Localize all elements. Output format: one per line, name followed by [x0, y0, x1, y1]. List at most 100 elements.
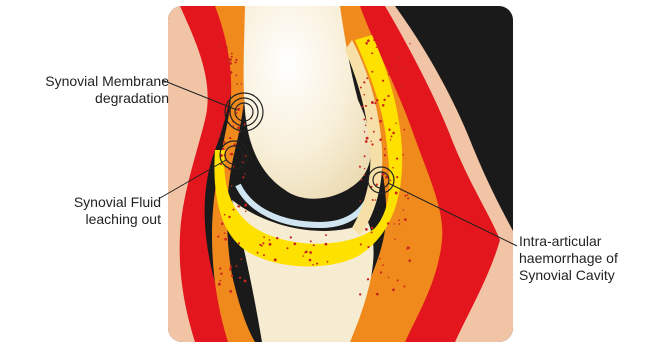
blood-dot [245, 210, 247, 212]
blood-dot [224, 214, 226, 216]
blood-dot [231, 274, 233, 276]
blood-dot [373, 39, 375, 41]
blood-dot [228, 216, 230, 218]
blood-dot [242, 108, 243, 109]
blood-dot [376, 293, 379, 296]
blood-dot [359, 200, 361, 202]
blood-dot [244, 173, 245, 174]
blood-dot [324, 243, 327, 246]
blood-dot [237, 205, 239, 207]
blood-dot [371, 101, 374, 104]
blood-dot [365, 125, 367, 127]
blood-dot [409, 43, 410, 44]
blood-dot [367, 39, 370, 42]
blood-dot [388, 73, 391, 76]
blood-dot [239, 277, 241, 279]
blood-dot [393, 223, 394, 224]
blood-dot [373, 131, 375, 133]
blood-dot [367, 246, 369, 248]
blood-dot [367, 278, 369, 280]
blood-dot [290, 236, 292, 238]
blood-dot [238, 242, 240, 244]
blood-dot [366, 77, 368, 79]
blood-dot [303, 255, 304, 256]
blood-dot [242, 162, 244, 164]
blood-dot [396, 176, 398, 178]
blood-dot [370, 117, 372, 119]
blood-dot [371, 143, 373, 145]
blood-dot [388, 277, 389, 278]
blood-dot [229, 137, 231, 139]
blood-dot [401, 85, 403, 87]
blood-dot [244, 280, 247, 283]
blood-dot [371, 52, 373, 54]
blood-dot [231, 53, 233, 55]
blood-dot [309, 251, 312, 254]
blood-dot [379, 138, 382, 141]
synovial-membrane-label-line1: Synovial Membrane [4, 73, 169, 90]
blood-dot [224, 238, 227, 241]
blood-dot [388, 129, 390, 131]
blood-dot [376, 99, 379, 102]
blood-dot [382, 173, 385, 176]
blood-dot [403, 285, 405, 287]
haemorrhage-label-line1: Intra-articular [519, 233, 644, 250]
blood-dot [371, 71, 373, 73]
blood-dot [325, 234, 327, 236]
blood-dot [384, 148, 386, 150]
blood-dot [394, 238, 396, 240]
blood-dot [407, 246, 410, 249]
blood-dot [363, 81, 365, 83]
blood-dot [276, 237, 279, 240]
blood-dot [390, 180, 391, 181]
blood-dot [221, 223, 224, 226]
blood-dot [244, 123, 246, 125]
synovial-membrane-label: Synovial Membrane degradation [4, 73, 169, 107]
blood-dot [257, 252, 259, 254]
blood-dot [241, 83, 242, 84]
blood-dot [220, 272, 222, 274]
blood-dot [392, 132, 395, 135]
blood-dot [294, 243, 297, 246]
blood-dot [228, 87, 230, 89]
blood-dot [229, 268, 232, 271]
blood-dot [229, 62, 232, 65]
synovial-fluid-label-line2: leaching out [28, 211, 161, 228]
blood-dot [233, 166, 235, 168]
blood-dot [229, 290, 232, 293]
blood-dot [360, 243, 362, 245]
blood-dot [404, 66, 406, 68]
blood-dot [218, 123, 220, 125]
blood-dot [372, 199, 374, 201]
blood-dot [382, 104, 385, 107]
blood-dot [231, 56, 233, 58]
blood-dot [360, 87, 362, 89]
blood-dot [396, 157, 398, 159]
blood-dot [236, 112, 238, 114]
blood-dot [403, 209, 404, 210]
blood-dot [404, 129, 406, 131]
blood-dot [235, 75, 237, 77]
blood-dot [223, 141, 226, 144]
blood-dot [245, 155, 247, 157]
blood-dot [376, 46, 378, 48]
blood-dot [262, 242, 264, 244]
blood-dot [387, 222, 390, 225]
blood-dot [371, 231, 373, 233]
blood-dot [390, 139, 392, 141]
blood-dot [384, 154, 386, 156]
blood-dot [364, 155, 366, 157]
blood-dot [232, 209, 234, 211]
blood-dot [360, 179, 362, 181]
blood-dot [380, 271, 382, 273]
blood-dot [229, 58, 232, 61]
blood-dot [407, 197, 409, 199]
blood-dot [374, 102, 376, 104]
blood-dot [395, 192, 398, 195]
blood-dot [234, 61, 236, 63]
synovial-fluid-label: Synovial Fluid leaching out [28, 194, 161, 228]
blood-dot [366, 137, 369, 140]
blood-dot [230, 266, 232, 268]
haemorrhage-label-line3: Synovial Cavity [519, 267, 644, 284]
blood-dot [404, 218, 407, 221]
